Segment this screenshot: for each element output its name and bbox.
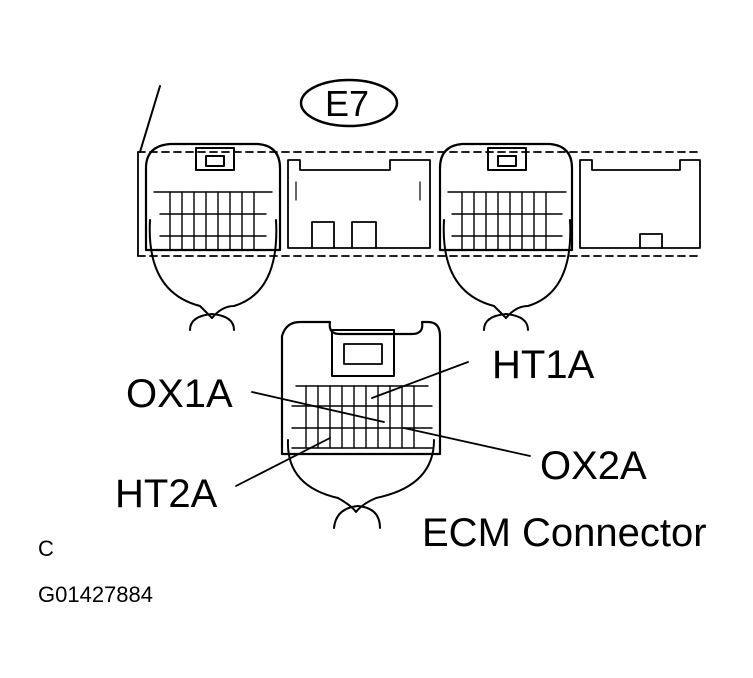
- callout-ox2a: OX2A: [540, 444, 647, 488]
- callout-ht2a: HT2A: [115, 472, 218, 516]
- leader-lines: [235, 361, 531, 487]
- empty-socket-right: [579, 159, 701, 249]
- plug-left: [144, 142, 282, 331]
- callout-ox1a: OX1A: [126, 372, 233, 416]
- enlarged-connector: [280, 320, 442, 529]
- lead-line: [139, 85, 161, 153]
- callout-ht1a: HT1A: [492, 343, 595, 387]
- ecm-housing: [137, 151, 701, 257]
- ecm-connector-caption: ECM Connector: [422, 511, 707, 555]
- e7-oval: [299, 78, 399, 128]
- connector-id-label: E7: [325, 83, 370, 124]
- plug-right: [438, 142, 574, 331]
- view-letter: C: [38, 536, 54, 561]
- empty-socket-left: [287, 159, 431, 249]
- figure-code: G01427884: [38, 582, 153, 607]
